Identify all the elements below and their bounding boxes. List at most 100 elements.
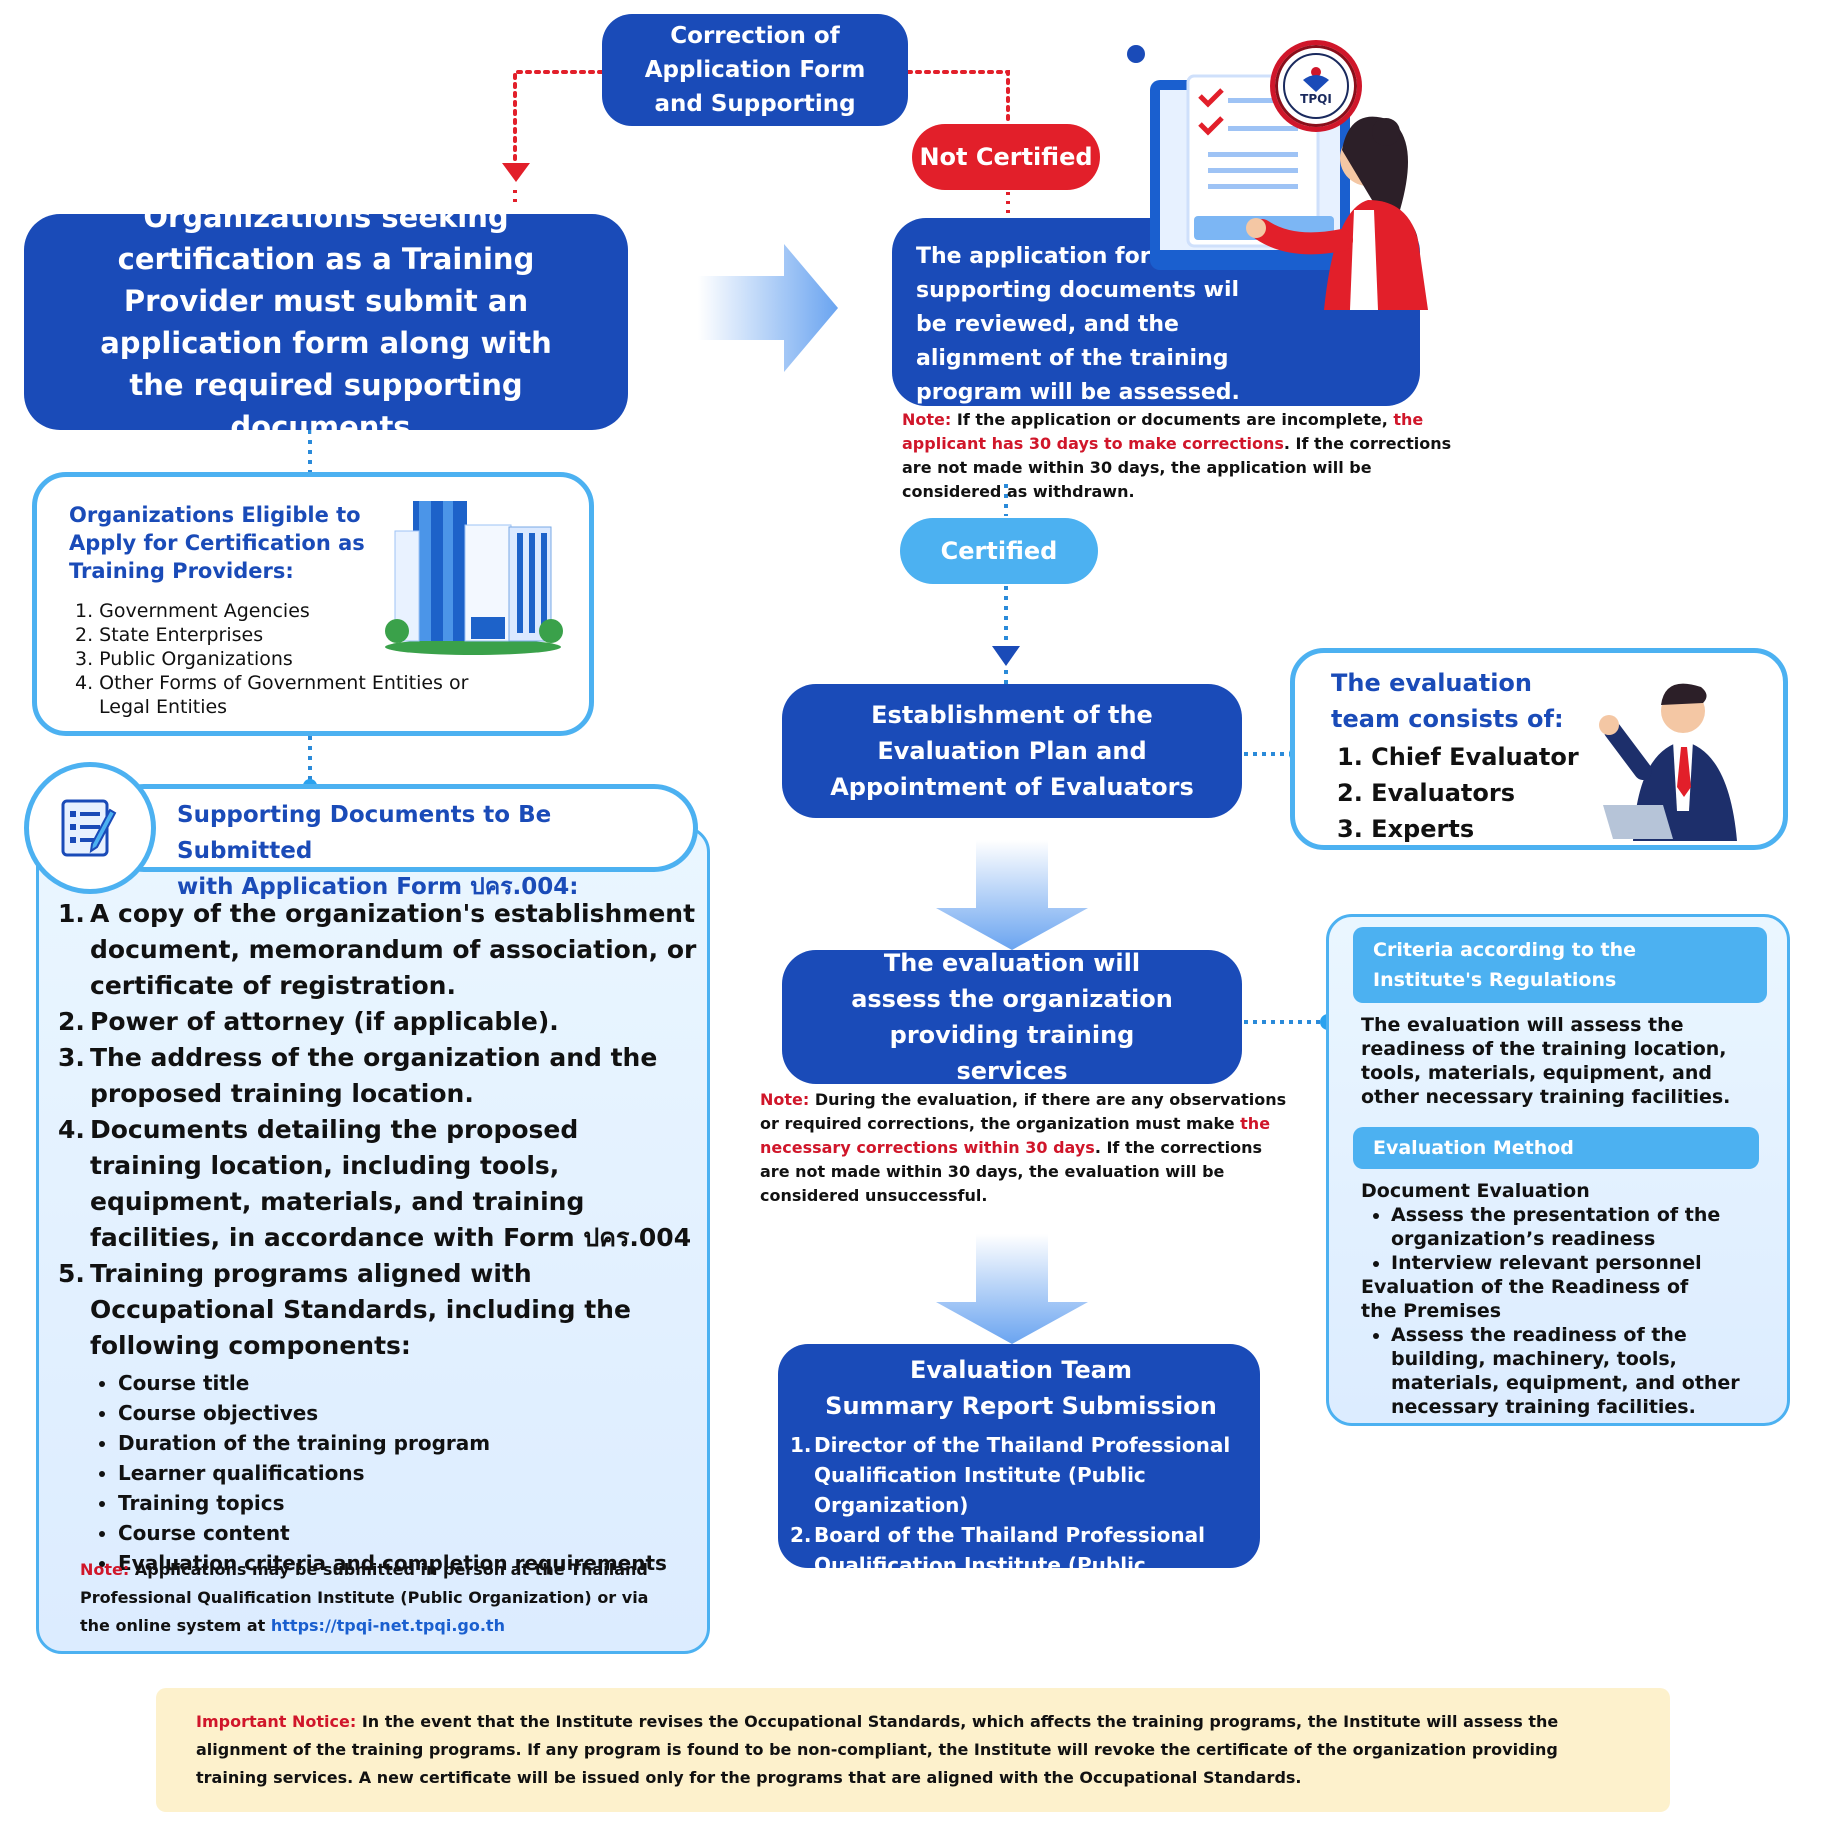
review-correction-box: Review and Correction of Application For… xyxy=(602,0,908,151)
supporting-list: 1.A copy of the organization's establish… xyxy=(58,896,698,1578)
review-correction-text: Review and Correction of Application For… xyxy=(644,0,866,151)
supporting-item: 5.Training programs aligned with Occupat… xyxy=(58,1256,698,1364)
important-notice-text: In the event that the Institute revises … xyxy=(196,1712,1559,1787)
certified-label: Certified xyxy=(940,537,1058,565)
eligible-item: 4. Other Forms of Government Entities or xyxy=(75,672,469,694)
premises-evaluation-label: Evaluation of the Readiness of the Premi… xyxy=(1361,1276,1689,1322)
certified-badge: Certified xyxy=(900,518,1098,584)
main-submission-text: Organizations seeking certification as a… xyxy=(100,200,552,444)
supporting-note-label: Note: xyxy=(80,1560,130,1579)
supporting-item-text: Documents detailing the proposed trainin… xyxy=(90,1115,692,1252)
review-note: Note: If the application or documents ar… xyxy=(902,408,1462,504)
assessment-note-highlight: the necessary corrections within 30 days xyxy=(760,1114,1271,1157)
method-item: Assess the presentation of the organizat… xyxy=(1391,1203,1763,1251)
assess-to-summary-arrow xyxy=(936,1234,1088,1344)
review-note-text-1: If the application or documents are inco… xyxy=(956,410,1388,429)
review-step-text: The application form and supporting docu… xyxy=(916,244,1247,405)
summary-recipient: 2.Board of the Thailand Professional Qua… xyxy=(790,1520,1252,1610)
team-member: 3. Experts xyxy=(1337,815,1475,843)
summary-recipient-text: Director of the Thailand Professional Qu… xyxy=(814,1433,1231,1517)
document-form-icon xyxy=(61,799,117,857)
supporting-title-line-2: with Application Form ปคร.004: xyxy=(177,874,579,900)
document-icon-circle xyxy=(24,762,156,894)
component-item: Course title xyxy=(118,1368,698,1398)
criteria-text: The evaluation will assess the readiness… xyxy=(1361,1014,1731,1108)
supporting-item-text: A copy of the organization's establishme… xyxy=(90,899,697,1000)
summary-report-box: Evaluation Team Summary Report Submissio… xyxy=(778,1344,1260,1607)
assessment-note: Note: During the evaluation, if there ar… xyxy=(760,1088,1290,1208)
eligible-organizations-panel: Organizations Eligible to Apply for Cert… xyxy=(32,472,594,736)
establishment-text: Establishment of the Evaluation Plan and… xyxy=(830,701,1194,801)
components-list: Course title Course objectives Duration … xyxy=(118,1368,698,1578)
building-icon xyxy=(385,501,563,655)
eligible-list: 1. Government Agencies 2. State Enterpri… xyxy=(75,599,589,719)
eligible-item: 1. Government Agencies xyxy=(75,600,310,622)
evaluation-method-body: Document Evaluation Assess the presentat… xyxy=(1361,1179,1763,1419)
summary-recipients: 1.Director of the Thailand Professional … xyxy=(790,1430,1252,1610)
eligible-item: 2. State Enterprises xyxy=(75,624,264,646)
eligible-item: 3. Public Organizations xyxy=(75,648,293,670)
component-item: Training topics xyxy=(118,1488,698,1518)
premises-evaluation-list: Assess the readiness of the building, ma… xyxy=(1391,1323,1763,1419)
supporting-item-text: Training programs aligned with Occupatio… xyxy=(90,1259,631,1360)
component-item: Duration of the training program xyxy=(118,1428,698,1458)
eligible-item-continuation: Legal Entities xyxy=(99,696,228,718)
supporting-documents-panel xyxy=(36,826,710,1654)
summary-title-line-1: Evaluation Team xyxy=(909,1356,1133,1384)
establishment-box: Establishment of the Evaluation Plan and… xyxy=(782,684,1242,818)
supporting-item: 4.Documents detailing the proposed train… xyxy=(58,1112,698,1256)
team-member: 1. Chief Evaluator xyxy=(1337,743,1579,771)
logo-person-icon xyxy=(1303,67,1329,92)
evaluator-man-icon xyxy=(1599,683,1737,841)
team-title: The evaluation team consists of: xyxy=(1331,669,1564,733)
supporting-item: 2.Power of attorney (if applicable). xyxy=(58,1004,698,1040)
component-item: Evaluation criteria and completion requi… xyxy=(118,1548,698,1578)
method-item: Interview relevant personnel xyxy=(1391,1251,1763,1275)
supporting-item: 1.A copy of the organization's establish… xyxy=(58,896,698,1004)
not-certified-badge: Not Certified xyxy=(912,124,1100,190)
main-to-review-arrow xyxy=(698,244,838,372)
summary-recipient-text: Board of the Thailand Professional Quali… xyxy=(814,1523,1205,1607)
team-member: 2. Evaluators xyxy=(1337,779,1515,807)
evaluation-method-header: Evaluation Method xyxy=(1353,1127,1759,1169)
logo-text: TPQI xyxy=(1300,92,1332,106)
supporting-item: 3.The address of the organization and th… xyxy=(58,1040,698,1112)
component-item: Course content xyxy=(118,1518,698,1548)
online-system-link[interactable]: https://tpqi-net.tpqi.go.th xyxy=(270,1616,505,1635)
team-members: 1. Chief Evaluator 2. Evaluators 3. Expe… xyxy=(1337,739,1783,847)
eligible-title: Organizations Eligible to Apply for Cert… xyxy=(69,503,365,583)
assessment-box: The evaluation will assess the organizat… xyxy=(782,949,1242,1085)
criteria-panel: Criteria according to the Institute's Re… xyxy=(1326,914,1790,1426)
not-certified-loop-connector xyxy=(906,70,1010,126)
review-note-label: Note: xyxy=(902,410,952,429)
assessment-note-label: Note: xyxy=(760,1090,810,1109)
main-submission-box: Organizations seeking certification as a… xyxy=(24,200,628,444)
method-item: Assess the readiness of the building, ma… xyxy=(1391,1323,1763,1419)
monitor-icon xyxy=(1127,45,1428,310)
review-loop-left-connector xyxy=(513,70,604,162)
summary-title-line-2: Summary Report Submission xyxy=(825,1392,1217,1420)
review-note-highlight: the applicant has 30 days to make correc… xyxy=(902,410,1424,453)
important-notice: Important Notice: In the event that the … xyxy=(156,1688,1670,1812)
supporting-item-text: The address of the organization and the … xyxy=(90,1043,658,1108)
summary-recipient: 1.Director of the Thailand Professional … xyxy=(790,1430,1252,1520)
criteria-header: Criteria according to the Institute's Re… xyxy=(1353,927,1767,1003)
certified-arrowhead xyxy=(992,646,1020,666)
reviewer-illustration: TPQI xyxy=(1127,40,1448,340)
review-loop-arrowhead xyxy=(502,163,530,182)
supporting-note: Note: Applications may be submitted in p… xyxy=(80,1556,680,1640)
component-item: Course objectives xyxy=(118,1398,698,1428)
assessment-text: The evaluation will assess the organizat… xyxy=(851,949,1173,1085)
assessment-note-text-1: During the evaluation, if there are any … xyxy=(760,1090,1287,1133)
supporting-title-bar: Supporting Documents to Be Submitted wit… xyxy=(100,784,698,900)
evaluation-team-panel: The evaluation team consists of: 1. Chie… xyxy=(1290,648,1788,850)
supporting-title-line-1: Supporting Documents to Be Submitted xyxy=(177,802,552,864)
not-certified-label: Not Certified xyxy=(919,143,1093,171)
assessment-note-text-2: . If the corrections are not made within… xyxy=(760,1138,1263,1205)
tpqi-logo: TPQI xyxy=(1270,40,1362,132)
document-evaluation-list: Assess the presentation of the organizat… xyxy=(1391,1203,1763,1275)
supporting-note-text: Applications may be submitted in person … xyxy=(80,1560,649,1635)
establishment-to-assess-arrow xyxy=(936,840,1088,950)
document-evaluation-label: Document Evaluation xyxy=(1361,1180,1590,1202)
